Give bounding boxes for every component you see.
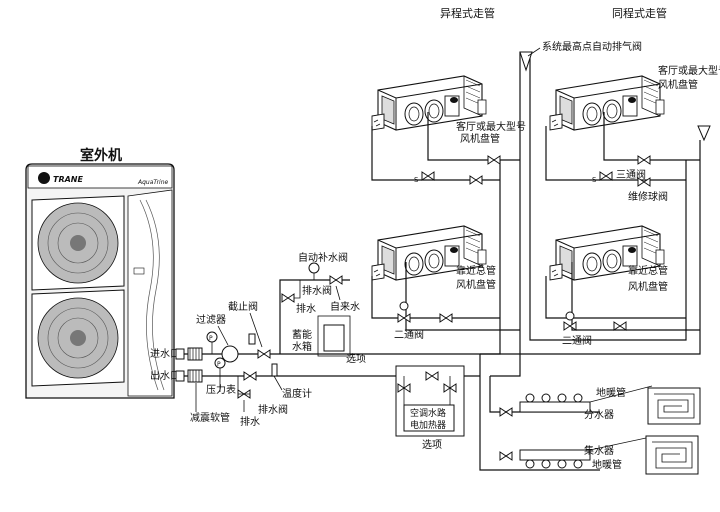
brand-label: TRANE: [53, 175, 84, 184]
water-in-port: [175, 348, 185, 360]
vent-icon: [248, 333, 256, 345]
three-way-valve-left-icon: [421, 171, 435, 181]
electric-heater-label-1: 空调水路: [410, 407, 446, 419]
tap-water-label: 自来水: [330, 300, 360, 313]
two-way-valve-left-icon: [397, 313, 411, 323]
water-collector-label: 集水器: [584, 444, 614, 457]
auto-fill-valve-label: 自动补水阀: [298, 251, 348, 264]
water-distributor-label: 分水器: [584, 409, 614, 421]
distributor-valve-icon: [499, 407, 513, 417]
storage-tank-label-1: 蓄能: [292, 328, 312, 341]
svg-text:S: S: [592, 176, 597, 184]
storage-tank-frame: [317, 315, 351, 357]
electric-heater: [403, 404, 455, 432]
fcu-large-left-label-1: 客厅或最大型号: [456, 120, 526, 133]
branch-valve-ul-2-icon: [487, 155, 501, 165]
optional-heater-label: 选项: [422, 438, 442, 451]
thermometer-icon: [271, 363, 278, 377]
svg-text:P: P: [209, 335, 213, 342]
filter-icon: [221, 345, 239, 363]
water-out-label: 出水口: [150, 369, 180, 382]
anti-vibration-hose-label: 减震软管: [190, 411, 230, 424]
fcu-large-right-label-1: 客厅或最大型号: [658, 64, 720, 77]
two-way-valve-left-label: 二通阀: [394, 328, 424, 341]
water-out-port: [175, 370, 185, 382]
water-distributor: [519, 393, 591, 413]
three-way-valve-label: 三通阀: [616, 168, 646, 181]
two-way-valve-right-label: 二通阀: [562, 334, 592, 347]
svg-text:P: P: [217, 361, 221, 368]
floor-heating-coil-top: [647, 387, 701, 425]
branch-valve-ll-icon: [439, 313, 453, 323]
water-collector: [519, 449, 591, 469]
filter-label: 过滤器: [196, 313, 226, 326]
optional-tank-label: 选项: [346, 352, 366, 365]
header-reverse-return: 异程式走管: [440, 6, 495, 20]
branch-valve-ur-icon: [637, 155, 651, 165]
branch-valve-lr-icon: [613, 321, 627, 331]
floor-heating-bottom-label: 地暖管: [592, 458, 622, 471]
shutoff-valve-out-icon: [243, 371, 257, 381]
fcu-near-right-label-2: 风机盘管: [628, 280, 668, 293]
auto-fill-valve-icon: [308, 262, 320, 274]
drain-valve-top-icon: [281, 293, 295, 303]
fcu-large-right: [549, 75, 665, 131]
floor-heating-coil-bottom: [645, 435, 699, 475]
svg-text:S: S: [414, 176, 419, 184]
tap-water-valve-icon: [329, 275, 343, 285]
storage-tank: [323, 324, 345, 352]
water-in-label: 进水口: [150, 348, 180, 360]
fcu-large-right-label-2: 风机盘管: [658, 78, 698, 91]
shutoff-valve-label: 截止阀: [228, 300, 258, 313]
trane-logo-icon: [38, 172, 50, 184]
service-ball-valve-label: 维修球阀: [628, 190, 668, 203]
drain-valve-bottom-label: 排水阀: [258, 403, 288, 416]
air-vent-label: 系统最高点自动排气阀: [542, 40, 642, 53]
three-way-valve-right-icon: [599, 171, 613, 181]
air-vent-icon-right: [697, 125, 711, 142]
collector-valve-icon: [499, 451, 513, 461]
drain-bottom-label: 排水: [240, 415, 260, 428]
electric-heater-label-2: 电加热器: [410, 419, 446, 431]
two-way-valve-right-icon: [563, 321, 577, 331]
header-direct-return: 同程式走管: [612, 6, 667, 20]
branch-valve-ul-1-icon: [469, 175, 483, 185]
drain-top-label: 排水: [296, 302, 316, 315]
floor-heating-top-label: 地暖管: [596, 386, 626, 399]
fcu-near-left-label-2: 风机盘管: [456, 278, 496, 291]
two-way-valve-left-actuator-icon: [399, 301, 409, 311]
air-vent-icon-left: [519, 51, 533, 72]
drain-valve-top-label: 排水阀: [302, 284, 332, 297]
shutoff-valve-in-icon: [257, 349, 271, 359]
outdoor-unit-title: 室外机: [80, 147, 122, 164]
fcu-near-left-label-1: 靠近总管: [456, 264, 496, 277]
outdoor-unit: 室外机 TRANE AquaTrine: [25, 147, 175, 399]
model-label: AquaTrine: [137, 179, 169, 186]
storage-tank-label-2: 水箱: [292, 340, 312, 353]
fan-grille-bottom: [31, 289, 125, 387]
fcu-large-left-label-2: 风机盘管: [460, 132, 500, 145]
fcu-near-right-label-1: 靠近总管: [628, 264, 668, 277]
pressure-gauge-label: 压力表: [206, 383, 236, 396]
two-way-valve-right-actuator-icon: [565, 311, 575, 321]
fan-grille-top: [31, 195, 125, 291]
thermometer-label: 温度计: [282, 387, 312, 400]
